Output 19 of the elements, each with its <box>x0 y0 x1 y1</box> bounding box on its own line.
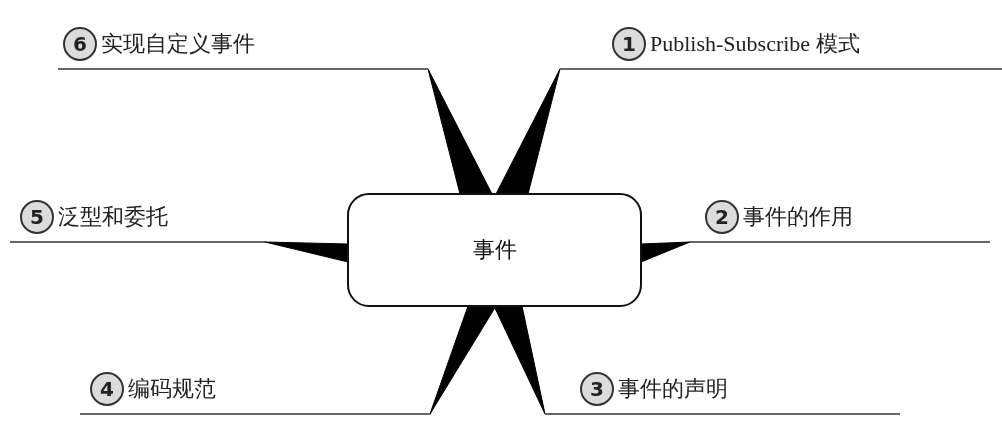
branch-connector <box>429 305 497 415</box>
number-badge: 2 <box>705 200 739 234</box>
topic-box: 事件 <box>347 193 642 307</box>
number-badge: 4 <box>90 372 124 406</box>
branch-label: 泛型和委托 <box>58 203 168 231</box>
branch-label: 事件的作用 <box>743 203 853 231</box>
branch-label: 实现自定义事件 <box>101 30 255 58</box>
branch-connector <box>427 68 493 195</box>
branch-connector <box>495 68 561 195</box>
number-badge: 3 <box>580 372 614 406</box>
branch-label: 编码规范 <box>128 375 216 403</box>
branch-label: 事件的声明 <box>618 375 728 403</box>
branch-connector <box>640 241 691 263</box>
branch-connector <box>493 305 546 415</box>
branch-connector <box>264 241 349 263</box>
number-badge: 5 <box>20 200 54 234</box>
branch-label: Publish-Subscribe 模式 <box>650 30 860 58</box>
number-badge: 1 <box>612 27 646 61</box>
number-badge: 6 <box>63 27 97 61</box>
